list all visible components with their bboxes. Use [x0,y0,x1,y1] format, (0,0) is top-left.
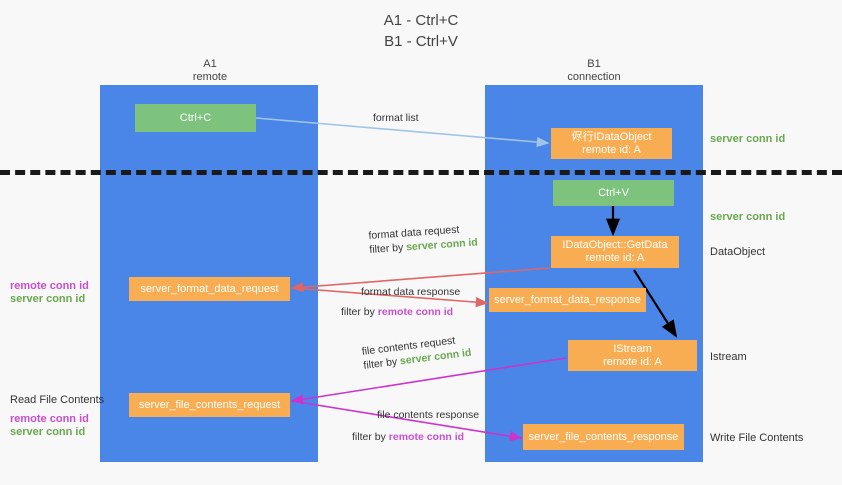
arrow-label-file-contents-response-filter: filter by remote conn id [352,430,479,444]
lane-title-a1-subtitle: remote [192,71,228,83]
arrow-label-file-contents-response: file contents response filter by remote … [352,408,480,444]
title-line-1: A1 - Ctrl+C [383,12,459,29]
box-ctrl-c-label: Ctrl+C [179,111,212,124]
box-ctrl-c[interactable]: Ctrl+C [135,104,256,132]
box-istream-line1: IStream [613,342,652,355]
box-server-file-contents-response[interactable]: server_file_contents_response [523,424,684,450]
box-istream-line2: remote id: A [603,355,662,368]
arrow-label-format-data-request: format data request filter by server con… [368,221,478,257]
box-idataobject-line1: 侭行IDataObject [571,130,652,143]
lane-title-b1: B1 connection [494,58,694,84]
lane-title-a1: A1 remote [110,58,310,84]
filter-value-server-conn-id: server conn id [405,236,479,254]
box-server-format-data-request-label: server_format_data_request [140,282,279,295]
filter-value-remote-conn-id: remote conn id [377,306,454,318]
filter-prefix: filter by [341,306,378,318]
arrow-label-format-data-response: format data response filter by remote co… [341,285,461,319]
box-server-file-contents-request-label: server_file_contents_request [138,398,281,411]
note-remote-conn-id-1: remote conn id [10,280,89,292]
lane-title-b1-name: B1 [587,58,601,70]
filter-prefix: filter by [369,241,407,256]
arrow-label-file-contents-response-text: file contents response [377,409,480,421]
note-server-conn-id-2: server conn id [10,426,86,438]
note-write-file-contents: Write File Contents [710,432,804,444]
box-server-file-contents-request[interactable]: server_file_contents_request [129,393,290,417]
box-getdata-line2: remote id: A [585,252,645,264]
filter-prefix: filter by [362,355,401,372]
note-read-file-contents: Read File Contents [10,394,105,406]
box-getdata-line1: IDataObject::GetData [562,239,668,251]
box-server-file-contents-response-label: server_file_contents_response [528,430,679,443]
lane-title-a1-name: A1 [203,58,217,70]
arrow-label-file-contents-request: file contents request filter by server c… [361,332,472,373]
dashed-divider [0,170,842,175]
note-istream: Istream [710,351,747,363]
box-ctrl-v[interactable]: Ctrl+V [553,180,674,206]
box-idataobject-line2: remote id: A [582,143,641,156]
arrow-label-format-list: format list [373,111,419,125]
note-remote-conn-id-2: remote conn id [10,413,89,425]
filter-value-remote-conn-id: remote conn id [388,431,465,443]
filter-prefix: filter by [352,431,389,443]
arrow-label-format-data-response-filter: filter by remote conn id [341,305,460,319]
title-line-2: B1 - Ctrl+V [384,33,458,50]
lane-title-b1-subtitle: connection [567,71,621,83]
note-server-conn-id-1: server conn id [10,293,86,305]
note-server-conn-id-mid: server conn id [710,211,786,223]
box-server-format-data-response-label: server_format_data_response [494,293,641,306]
page-title: A1 - Ctrl+C B1 - Ctrl+V [0,10,842,52]
box-idataobject[interactable]: 侭行IDataObject remote id: A [551,128,672,159]
arrow-label-format-list-text: format list [373,112,419,124]
note-dataobject: DataObject [710,246,766,258]
box-getdata[interactable]: IDataObject::GetData remote id: A [551,236,679,268]
box-server-format-data-request[interactable]: server_format_data_request [129,277,290,301]
arrow-label-format-data-response-text: format data response [361,286,461,298]
box-ctrl-v-label: Ctrl+V [598,186,629,199]
note-server-conn-id-top: server conn id [710,133,786,145]
box-istream[interactable]: IStream remote id: A [568,340,697,371]
box-server-format-data-response[interactable]: server_format_data_response [489,288,646,312]
